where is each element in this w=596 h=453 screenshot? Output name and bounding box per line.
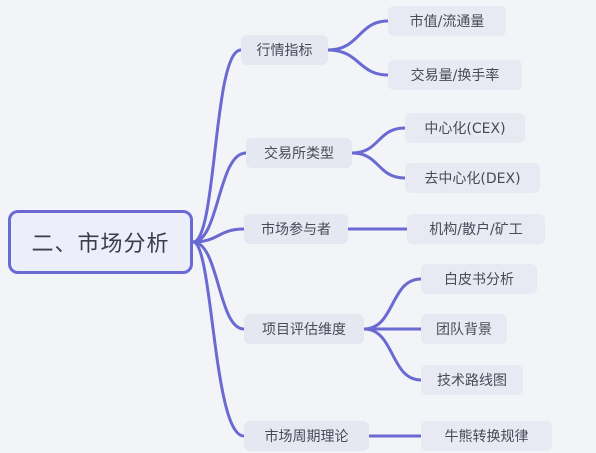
leaf-node-bull-bear-cycle[interactable]: 牛熊转换规律 [421, 421, 552, 451]
leaf-node-roadmap[interactable]: 技术路线图 [421, 365, 523, 395]
branch-node-market-participants[interactable]: 市场参与者 [244, 214, 348, 244]
connector-root-to-branch-5 [191, 240, 246, 438]
connector-root-to-branch-4 [191, 240, 246, 331]
connector-branch-2-child-1 [350, 126, 407, 155]
root-node[interactable]: 二、市场分析 [8, 210, 193, 274]
leaf-node-volume-turnover[interactable]: 交易量/换手率 [388, 60, 522, 90]
connector-branch-1-child-1 [326, 19, 390, 52]
connector-branch-1-child-2 [326, 48, 390, 77]
leaf-node-cex[interactable]: 中心化(CEX) [405, 113, 525, 143]
connector-root-to-branch-3 [191, 227, 246, 244]
leaf-node-market-cap[interactable]: 市值/流通量 [388, 6, 506, 36]
branch-node-exchange-types[interactable]: 交易所类型 [246, 138, 352, 168]
leaf-node-participants[interactable]: 机构/散户/矿工 [407, 214, 545, 244]
leaf-node-dex[interactable]: 去中心化(DEX) [405, 163, 540, 193]
leaf-node-team-background[interactable]: 团队背景 [421, 314, 507, 344]
connector-branch-4-child-1 [362, 277, 423, 331]
branch-node-project-evaluation[interactable]: 项目评估维度 [244, 314, 364, 344]
connector-root-to-branch-1 [191, 48, 243, 244]
branch-node-market-cycle-theory[interactable]: 市场周期理论 [244, 421, 369, 451]
connector-root-to-branch-2 [191, 151, 248, 244]
branch-node-market-indicators[interactable]: 行情指标 [241, 35, 328, 65]
connector-branch-2-child-2 [350, 151, 407, 180]
connector-branch-4-child-3 [362, 327, 423, 382]
leaf-node-whitepaper[interactable]: 白皮书分析 [421, 264, 537, 294]
